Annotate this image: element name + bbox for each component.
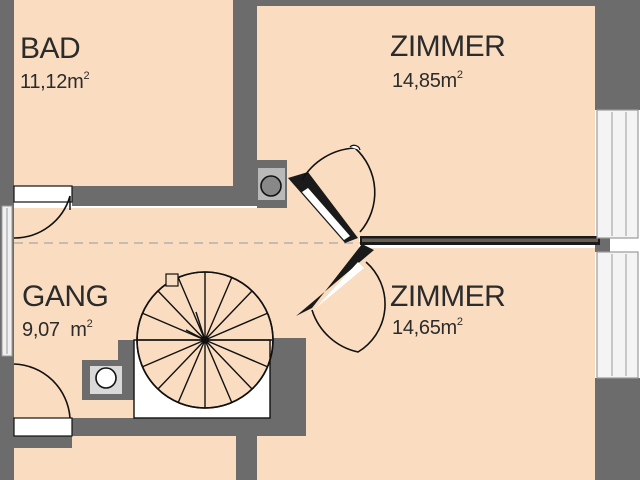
wall-bad-right bbox=[233, 0, 257, 200]
door-bad bbox=[13, 185, 73, 239]
room-bad-floor bbox=[14, 0, 233, 186]
wall-right-outer-top bbox=[595, 0, 610, 110]
room-area-zimmer-bottom: 14,65m2 bbox=[392, 316, 463, 339]
room-area-bad: 11,12m2 bbox=[20, 70, 89, 93]
room-name-zimmer-top: ZIMMER bbox=[390, 30, 505, 63]
wall-corner-top bbox=[610, 0, 640, 110]
room-name-bad: BAD bbox=[20, 32, 80, 65]
door-swing-icon bbox=[301, 147, 376, 233]
room-lower-left-floor bbox=[14, 448, 236, 480]
shaft-icon bbox=[260, 175, 282, 197]
room-floors bbox=[14, 0, 595, 480]
room-area-gang: 9,07 m2 bbox=[22, 318, 93, 341]
wall-zimmer-partition bbox=[360, 236, 600, 245]
wall-stair-right bbox=[270, 338, 306, 422]
wall-gang-lower-divider bbox=[14, 436, 72, 448]
spiral-staircase bbox=[133, 271, 274, 419]
door-swing-icon bbox=[13, 363, 71, 419]
room-name-gang: GANG bbox=[22, 280, 108, 313]
wall-bad-bottom bbox=[72, 186, 257, 206]
wall-corner-bottom bbox=[610, 378, 640, 480]
door-swing-icon bbox=[311, 261, 386, 353]
shaft-icon bbox=[95, 367, 117, 389]
wall-top-right-cap bbox=[257, 0, 595, 6]
room-name-zimmer-bottom: ZIMMER bbox=[390, 280, 505, 313]
door-zimmer-top bbox=[288, 144, 376, 243]
wall-right-outer-bottom bbox=[595, 378, 610, 480]
shaft-top bbox=[257, 166, 287, 202]
door-swing-icon bbox=[13, 195, 71, 239]
window-icon bbox=[596, 109, 639, 239]
room-area-zimmer-top: 14,85m2 bbox=[392, 69, 463, 92]
wall-lower-right bbox=[236, 436, 257, 480]
wall-zimmer-partition-core bbox=[362, 238, 598, 242]
window-right-bottom bbox=[596, 251, 639, 379]
window-icon bbox=[596, 251, 639, 379]
door-lower-left bbox=[13, 363, 73, 437]
room-labels: BAD 11,12m2 ZIMMER 14,85m2 GANG 9,07 m2 … bbox=[20, 30, 506, 341]
window-right-top bbox=[596, 109, 639, 239]
door-zimmer-bottom bbox=[296, 244, 386, 353]
shaft-bottom bbox=[90, 366, 122, 394]
wall-stair-bottom bbox=[72, 418, 306, 436]
room-zimmer-bottom-floor bbox=[257, 248, 595, 480]
window-left bbox=[1, 205, 13, 357]
